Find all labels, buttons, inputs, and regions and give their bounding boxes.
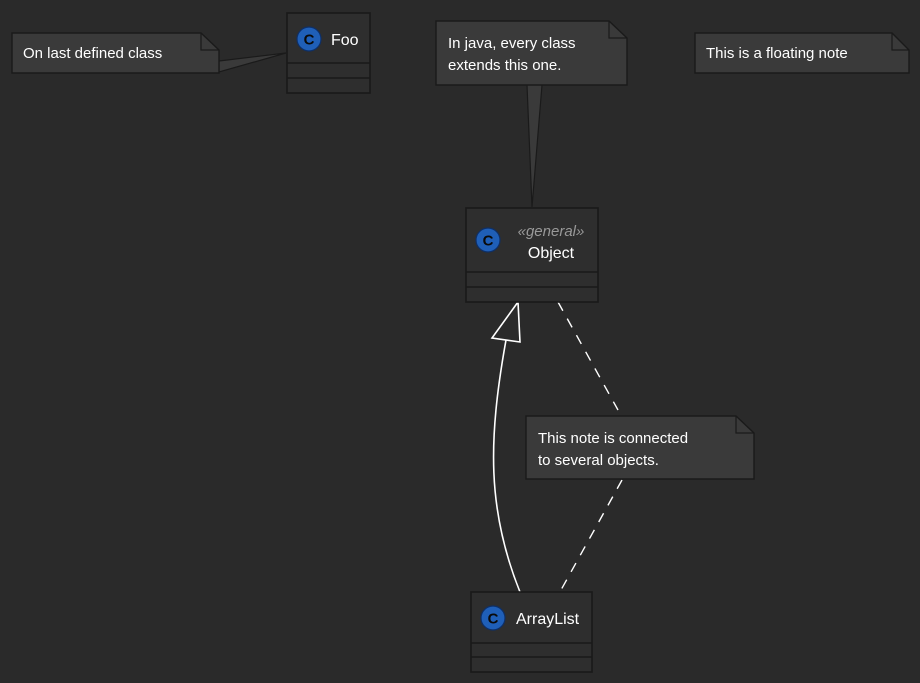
class-foo-badge-icon — [296, 26, 322, 52]
note-link-java-object — [526, 84, 543, 208]
note-last-class: On last defined class — [11, 32, 220, 74]
class-foo-badge-letter: C — [304, 32, 315, 49]
note-java-line-2: extends this one. — [448, 57, 561, 74]
note-last-class-shape — [11, 32, 220, 74]
inheritance-line — [492, 339, 521, 593]
note-java-line-1: In java, every class — [448, 35, 576, 52]
note-floating-shape — [694, 32, 910, 74]
class-arraylist-name: ArrayList — [516, 611, 580, 628]
note-floating: This is a floating note — [694, 32, 910, 74]
note-java: In java, every class extends this one. — [435, 20, 628, 86]
note-last-class-line-1: On last defined class — [23, 45, 162, 62]
class-object-name: Object — [528, 245, 575, 262]
class-arraylist-box — [470, 591, 593, 673]
class-object-stereotype: «general» — [518, 223, 585, 240]
class-arraylist-badge-letter: C — [488, 611, 499, 628]
note-floating-fold — [891, 33, 909, 51]
note-connected-line-2: to several objects. — [538, 452, 659, 469]
class-arraylist-badge-icon — [480, 605, 506, 631]
class-foo-name: Foo — [331, 32, 359, 49]
dashed-link-note-object — [557, 301, 619, 411]
class-object-badge-letter: C — [483, 233, 494, 250]
class-object-badge-icon — [475, 227, 501, 253]
class-arraylist[interactable]: C ArrayList — [470, 591, 593, 673]
note-connected-line-1: This note is connected — [538, 430, 688, 447]
dashed-link-note-arraylist — [560, 479, 623, 591]
note-connected-shape — [525, 415, 755, 480]
class-foo[interactable]: C Foo — [286, 12, 371, 94]
note-java-shape — [435, 20, 628, 86]
note-java-fold — [608, 21, 627, 39]
class-object[interactable]: C «general» Object — [465, 207, 599, 303]
class-foo-box — [286, 12, 371, 94]
note-connected-fold — [735, 416, 754, 434]
note-connected: This note is connected to several object… — [525, 415, 755, 480]
note-floating-line-1: This is a floating note — [706, 45, 848, 62]
inheritance-arrowhead — [490, 299, 521, 343]
note-last-class-fold — [200, 33, 219, 51]
